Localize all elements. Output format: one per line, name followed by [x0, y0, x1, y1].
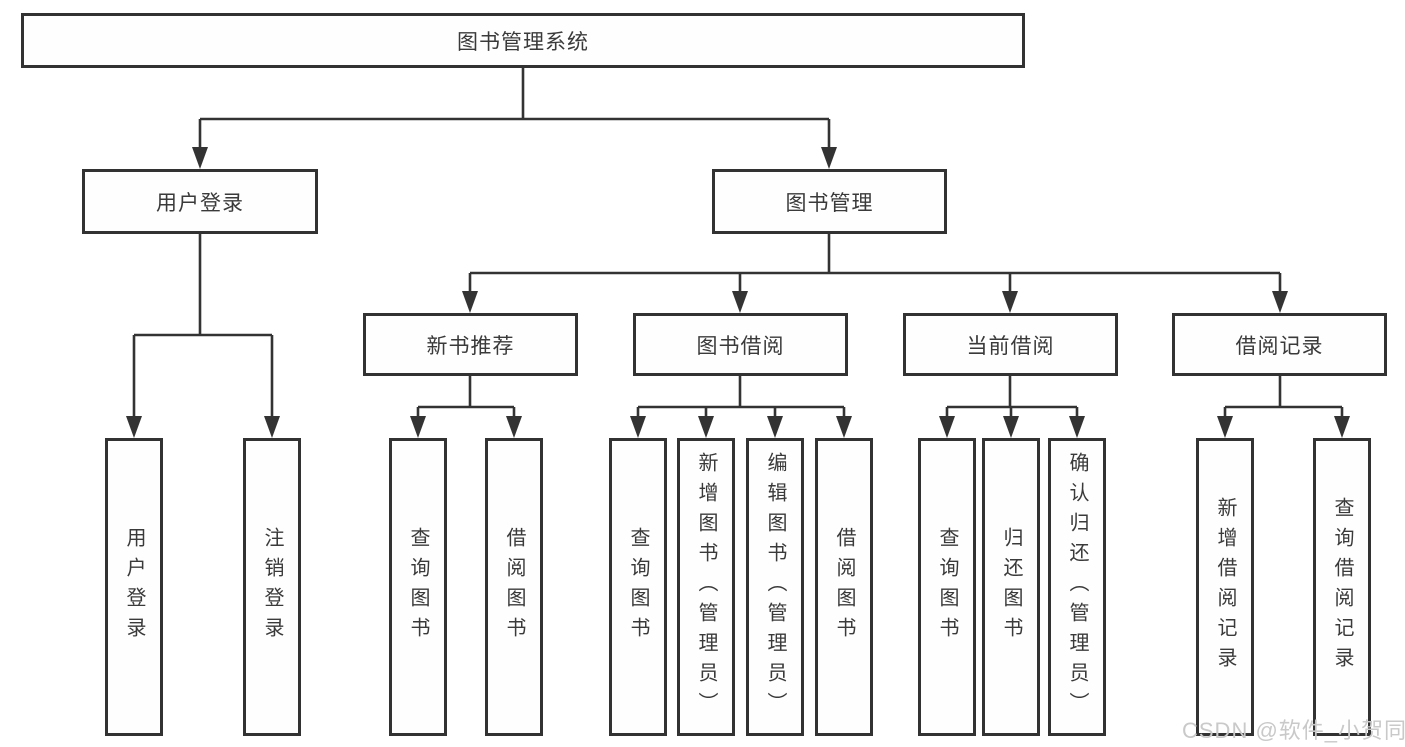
leaf-user-login: 用户登录 — [105, 438, 163, 736]
leaf-add-books-admin: 新增图书（管理员） — [677, 438, 735, 736]
node-new-book-recommend: 新书推荐 — [363, 313, 578, 376]
connector-book-borrow-children — [630, 376, 852, 438]
leaf-query-books-recommend: 查询图书 — [389, 438, 447, 736]
node-book-borrow: 图书借阅 — [633, 313, 848, 376]
connector-new-book-children — [410, 376, 522, 438]
connector-user-login-children — [126, 234, 280, 438]
connector-root-to-level2 — [192, 68, 837, 169]
leaf-logout: 注销登录 — [243, 438, 301, 736]
leaf-borrow-books-recommend: 借阅图书 — [485, 438, 543, 736]
connector-borrow-records-children — [1217, 376, 1350, 438]
csdn-watermark: CSDN @软件_小贺同学 — [1182, 718, 1405, 743]
node-book-management: 图书管理 — [712, 169, 947, 234]
node-current-borrow: 当前借阅 — [903, 313, 1118, 376]
leaf-query-books-borrow: 查询图书 — [609, 438, 667, 736]
leaf-edit-books-admin: 编辑图书（管理员） — [746, 438, 804, 736]
node-borrow-records: 借阅记录 — [1172, 313, 1387, 376]
connector-book-management-children — [462, 234, 1288, 313]
leaf-borrow-books: 借阅图书 — [815, 438, 873, 736]
leaf-confirm-return-admin: 确认归还（管理员） — [1048, 438, 1106, 736]
node-user-login: 用户登录 — [82, 169, 318, 234]
leaf-return-books: 归还图书 — [982, 438, 1040, 736]
leaf-query-borrow-record: 查询借阅记录 — [1313, 438, 1371, 736]
leaf-add-borrow-record: 新增借阅记录 — [1196, 438, 1254, 736]
connector-current-borrow-children — [939, 376, 1085, 438]
node-library-system: 图书管理系统 — [21, 13, 1025, 68]
leaf-query-books-current: 查询图书 — [918, 438, 976, 736]
